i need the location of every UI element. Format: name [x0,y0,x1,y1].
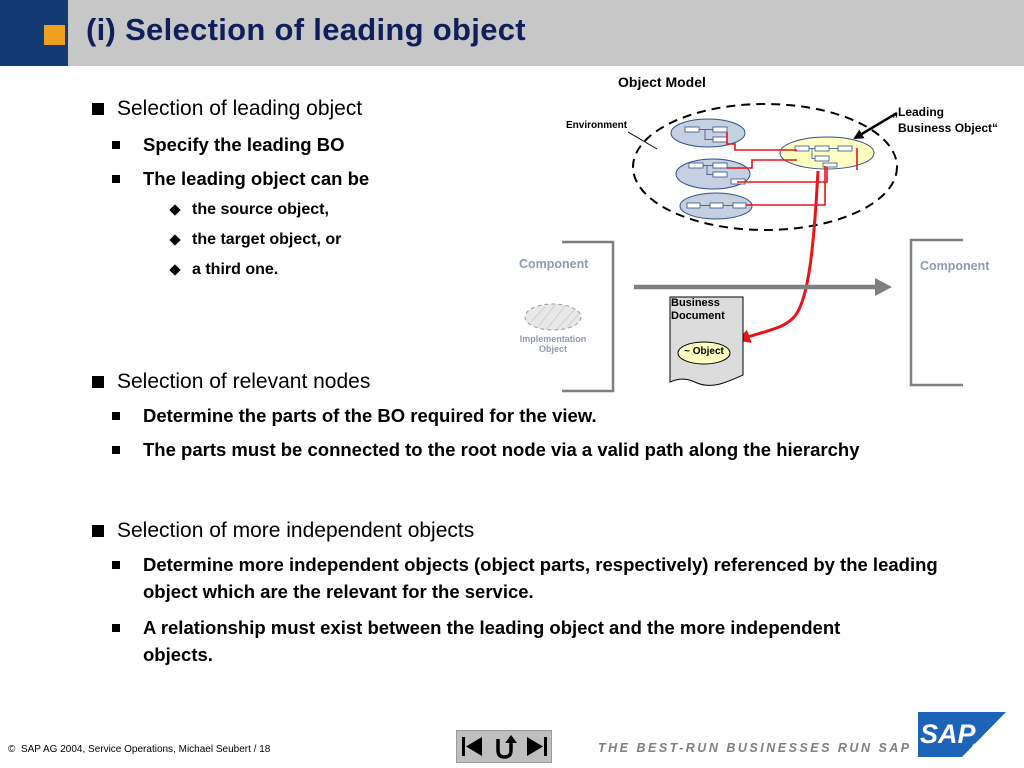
object-reference-arrow [737,170,820,343]
next-page-button[interactable] [521,731,552,762]
bullet-text: A relationship must exist between the le… [143,617,841,665]
next-page-icon [527,737,547,756]
registered-mark: ® [972,742,979,752]
relationship-links [726,132,858,206]
square-bullet-icon [112,624,120,632]
bullet-level-2: Specify the leading BO [112,131,412,158]
square-bullet-icon [92,376,104,388]
business-document-label-line1: Business [671,297,720,309]
object-model-label: Object Model [618,74,706,90]
right-component-bracket [909,238,963,387]
diamond-bullet-icon [169,234,181,246]
sap-logo-shape [918,712,1006,757]
bullet-level-2: The leading object can be [112,165,442,192]
object-tag-shape [677,341,731,365]
left-component-bracket [562,240,615,393]
leading-bo-label-line1: „Leading [892,105,945,119]
copyright-notice: © SAP AG 2004, Service Operations, Micha… [8,744,270,755]
bullet-text: The parts must be connected to the root … [143,439,860,460]
environment-label: Environment [566,120,628,131]
sap-logo-text: SAP [920,719,976,749]
square-bullet-icon [112,446,120,454]
square-bullet-icon [112,412,120,420]
implementation-label-line2: Object [538,344,567,354]
object-model-diagram: Object Model Environment „Leading Busine… [505,70,1015,400]
diagram-graphics [524,103,963,393]
bullet-text: the target object, or [192,231,342,248]
first-page-icon [462,737,482,756]
return-icon [496,735,517,759]
bullet-level-2: The parts must be connected to the root … [112,436,992,490]
leading-bo-label-line2: Business Object“ [898,121,999,135]
diamond-bullet-icon [169,264,181,276]
diamond-bullet-icon [169,204,181,216]
section-heading: Selection of more independent objects [117,519,475,542]
environment-pointer [627,131,658,150]
copyright-text: SAP AG 2004, Service Operations, Michael… [20,744,271,755]
implementation-object-shape [524,303,582,331]
section-heading: Selection of relevant nodes [117,370,371,393]
object-tag-label: ~ Object [684,346,724,357]
square-bullet-icon [112,141,120,149]
sap-logo: SAP ® [918,712,1006,757]
leading-business-object [779,136,875,170]
first-page-button[interactable] [457,731,488,762]
bullet-text: Determine the parts of the BO required f… [143,405,597,426]
return-button[interactable] [489,731,520,762]
environment-object [675,158,751,190]
sap-tagline: THE BEST-RUN BUSINESSES RUN SAP [598,741,912,755]
bullet-level-2: Determine more independent objects (obje… [112,551,992,605]
bullet-level-2: A relationship must exist between the le… [112,614,992,668]
bullet-text: the source object, [192,201,329,218]
square-bullet-icon [112,175,120,183]
bullet-text: Determine more independent objects (obje… [143,554,938,602]
slide-header: (i) Selection of leading object [0,0,1024,66]
environment-object [679,192,753,220]
implementation-label-line1: Implementation [519,334,587,344]
copyright-symbol: © [8,744,16,755]
header-accent-square [44,25,65,45]
square-bullet-icon [92,103,104,115]
business-document-shape [669,296,744,386]
business-document-label-line2: Document [671,310,725,322]
bullet-text: The leading object can be [143,168,370,189]
bullet-level-2: Determine the parts of the BO required f… [112,402,992,429]
implementation-hatch [530,304,580,330]
leading-bo-pointer [853,111,898,140]
slide-title: (i) Selection of leading object [86,12,526,47]
object-model-boundary [632,103,898,231]
slide-navigation [456,730,552,763]
component-left-label: Component [519,257,589,271]
component-right-label: Component [920,259,990,273]
square-bullet-icon [112,561,120,569]
square-bullet-icon [92,525,104,537]
bullet-text: Specify the leading BO [143,134,345,155]
environment-object [670,118,746,148]
flow-arrow-icon [875,278,892,296]
section-heading: Selection of leading object [117,97,363,120]
bullet-text: a third one. [192,261,279,278]
